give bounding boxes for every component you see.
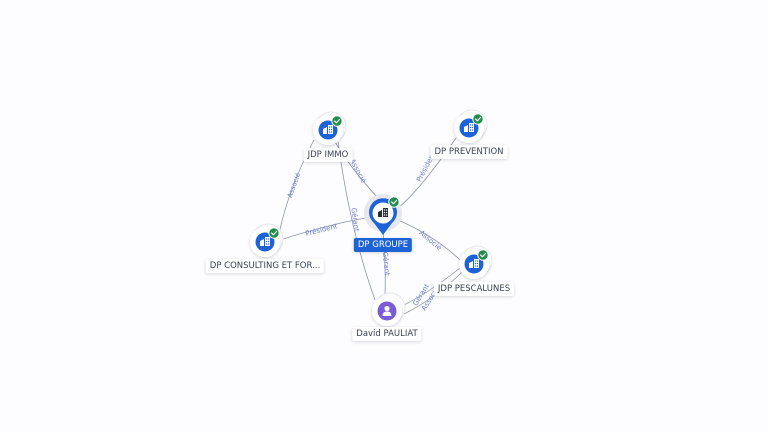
verified-check-icon xyxy=(268,227,280,239)
node-jdp_immo[interactable] xyxy=(313,111,347,145)
building-icon xyxy=(260,237,270,246)
verified-check-icon xyxy=(331,115,343,127)
edge-label: Associé xyxy=(286,172,303,200)
node-label-jdp_immo[interactable]: JDP IMMO xyxy=(303,148,353,162)
edge-dp_groupe-dp_consulting[interactable] xyxy=(279,217,367,241)
node-label-jdp_pescalunes[interactable]: JDP PESCALUNES xyxy=(433,282,515,296)
edge-dp_groupe-jdp_pescalunes[interactable] xyxy=(397,219,461,261)
edge-label: Président xyxy=(305,222,339,238)
edge-david_pauliat-dp_groupe[interactable] xyxy=(382,229,386,298)
node-jdp_pescalunes[interactable] xyxy=(459,245,493,279)
node-dp_groupe[interactable] xyxy=(364,194,402,235)
node-david_pauliat[interactable] xyxy=(372,292,406,326)
building-icon xyxy=(464,123,474,132)
node-label-dp_groupe[interactable]: DP GROUPE xyxy=(353,238,413,252)
edge-label: Associé xyxy=(418,229,443,252)
building-icon xyxy=(378,208,388,217)
verified-check-icon xyxy=(477,249,489,261)
edge-label: Gérant xyxy=(349,207,360,232)
node-dp_prevention[interactable] xyxy=(454,109,488,143)
edge-label: Gérant xyxy=(381,251,391,276)
person-icon xyxy=(382,305,392,316)
verified-check-icon xyxy=(472,113,484,125)
building-icon xyxy=(469,259,479,268)
building-icon xyxy=(323,125,333,134)
node-label-dp_consulting[interactable]: DP CONSULTING ET FOR... xyxy=(205,259,325,273)
edge-david_pauliat-jdp_immo[interactable] xyxy=(337,141,376,301)
edge-david_pauliat-jdp_pescalunes[interactable] xyxy=(401,267,461,307)
verified-check-icon xyxy=(388,196,400,208)
node-label-david_pauliat[interactable]: David PAULIAT xyxy=(352,327,422,341)
edge-dp_groupe-jdp_immo[interactable] xyxy=(334,141,379,199)
node-label-dp_prevention[interactable]: DP PREVENTION xyxy=(430,145,508,159)
node-dp_consulting[interactable] xyxy=(250,223,284,257)
